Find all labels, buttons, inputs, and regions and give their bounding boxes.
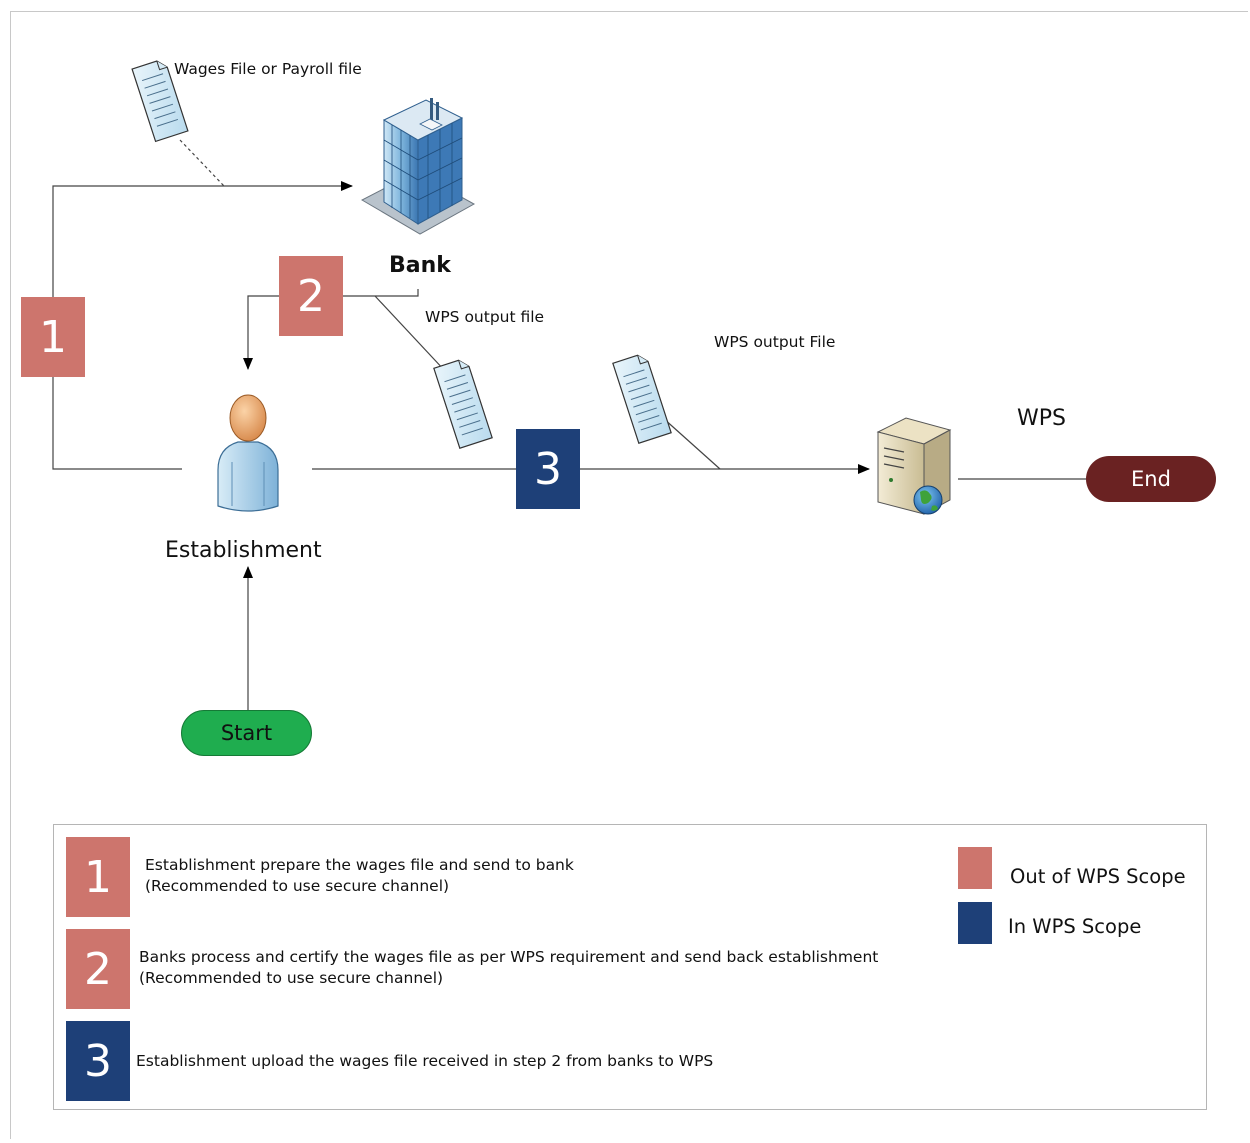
person-icon bbox=[217, 394, 279, 512]
wps-output-file-label-1: WPS output file bbox=[425, 308, 545, 326]
wages-file-label: Wages File or Payroll file bbox=[174, 60, 362, 78]
server-globe-icon bbox=[876, 417, 952, 515]
diagram-frame bbox=[10, 11, 1248, 1139]
wps-label: WPS bbox=[1017, 406, 1066, 431]
out-scope-swatch bbox=[958, 847, 992, 889]
legend-step-3-line-1: Establishment upload the wages file rece… bbox=[136, 1052, 714, 1070]
in-scope-swatch bbox=[958, 902, 992, 944]
file-link-wps-output-2 bbox=[662, 417, 721, 470]
legend-step-1-line-1: Establishment prepare the wages file and… bbox=[145, 856, 574, 874]
legend-step-3-text: Establishment upload the wages file rece… bbox=[136, 1051, 713, 1072]
legend-step-1-line-2: (Recommended to use secure channel) bbox=[145, 877, 450, 895]
step-1-marker: 1 bbox=[21, 297, 85, 377]
file-link-wages bbox=[179, 139, 225, 187]
document-icon bbox=[433, 359, 493, 449]
legend-step-1-box: 1 bbox=[66, 837, 130, 917]
step-2-marker: 2 bbox=[279, 256, 343, 336]
start-terminator: Start bbox=[181, 710, 312, 756]
legend-step-2-box: 2 bbox=[66, 929, 130, 1009]
establishment-label: Establishment bbox=[165, 538, 322, 563]
document-icon bbox=[131, 60, 189, 143]
bank-label: Bank bbox=[389, 253, 451, 278]
legend-step-3-box: 3 bbox=[66, 1021, 130, 1101]
office-building-icon bbox=[360, 98, 476, 235]
out-scope-label: Out of WPS Scope bbox=[1010, 865, 1186, 888]
legend-step-2-line-2: (Recommended to use secure channel) bbox=[139, 969, 444, 987]
step-3-marker: 3 bbox=[516, 429, 580, 509]
document-icon bbox=[612, 354, 672, 444]
file-link-wps-output-1 bbox=[374, 295, 447, 373]
in-scope-label: In WPS Scope bbox=[1008, 915, 1142, 938]
wps-output-file-label-2: WPS output File bbox=[714, 333, 836, 351]
legend-step-1-text: Establishment prepare the wages file and… bbox=[145, 855, 574, 897]
end-terminator: End bbox=[1086, 456, 1216, 502]
legend-step-2-line-1: Banks process and certify the wages file… bbox=[139, 948, 879, 966]
legend-step-2-text: Banks process and certify the wages file… bbox=[139, 947, 878, 989]
legend-panel: 1 Establishment prepare the wages file a… bbox=[53, 824, 1207, 1110]
